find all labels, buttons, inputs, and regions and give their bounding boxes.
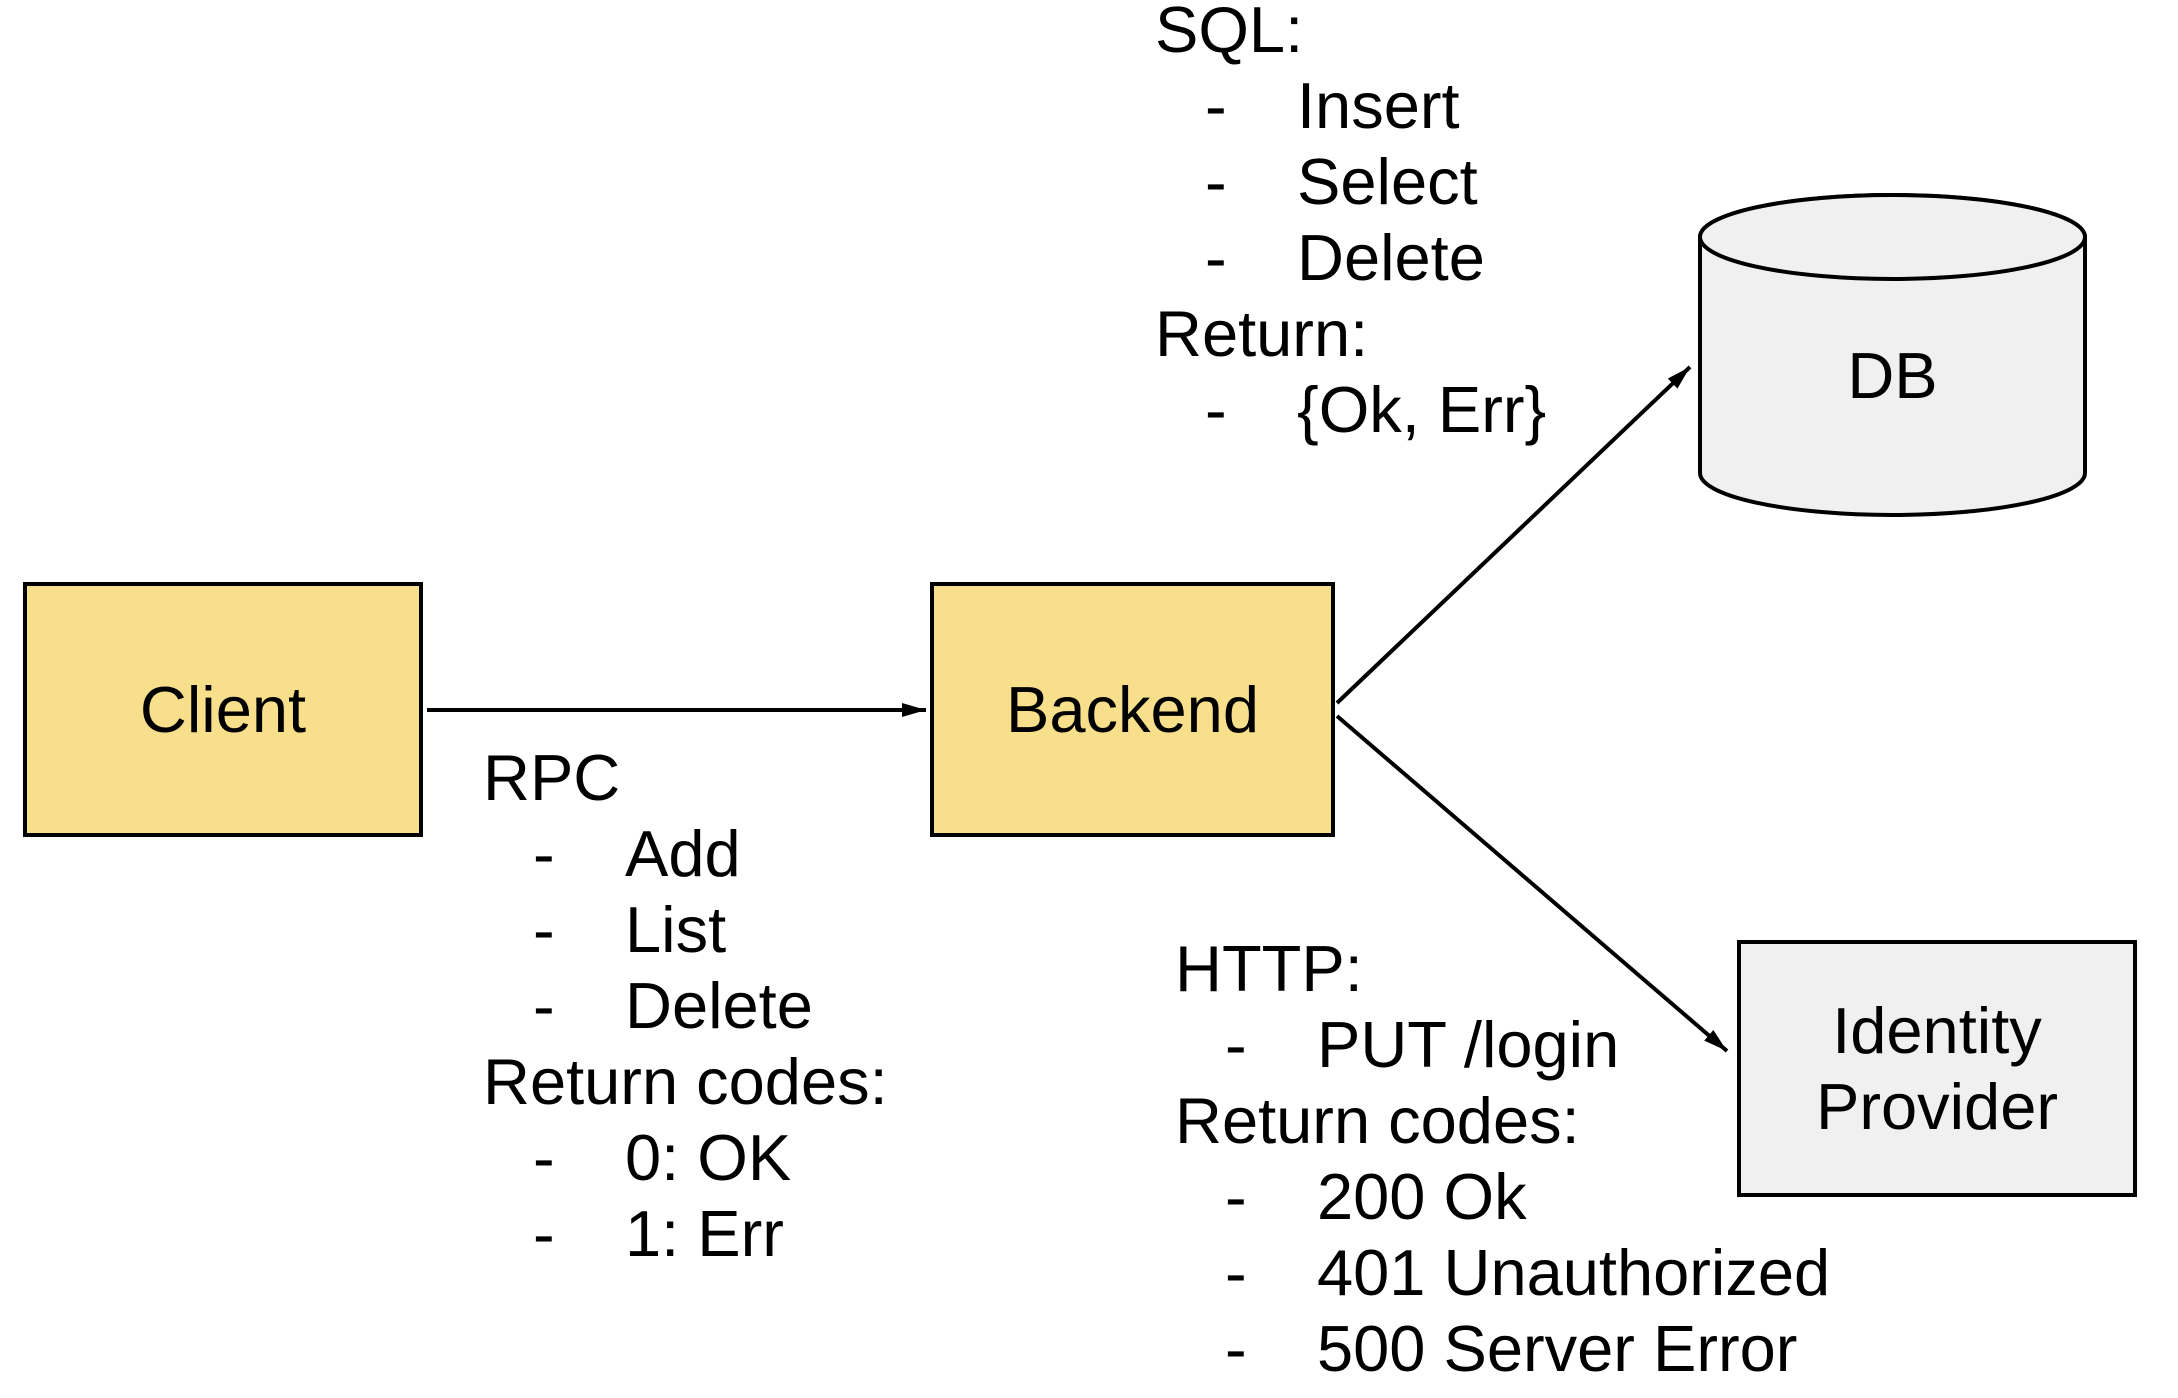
node-identity-provider-label: Identity Provider	[1815, 993, 2059, 1143]
rpc-return-item-label: 0: OK	[625, 1121, 792, 1194]
rpc-item-label: Delete	[625, 969, 813, 1042]
db-cylinder-top	[1698, 193, 2087, 281]
http-annotation-return-item: -200 Ok	[1175, 1159, 1830, 1235]
http-annotation-item: -PUT /login	[1175, 1007, 1830, 1083]
rpc-item-label: Add	[625, 817, 741, 890]
bullet-dash: -	[1205, 145, 1227, 218]
rpc-return-item-label: 1: Err	[625, 1197, 784, 1270]
sql-annotation-title: SQL:	[1155, 0, 1304, 66]
sql-annotation-return-title: Return:	[1155, 297, 1369, 370]
node-client: Client	[23, 582, 423, 837]
node-backend-label: Backend	[1006, 672, 1259, 746]
sql-annotation-item: -Insert	[1155, 68, 1546, 144]
http-annotation-return-item: -500 Server Error	[1175, 1311, 1830, 1387]
rpc-annotation-return-item: -1: Err	[483, 1196, 888, 1272]
node-backend: Backend	[930, 582, 1335, 837]
node-client-label: Client	[139, 672, 307, 746]
bullet-dash: -	[1205, 373, 1227, 446]
sql-annotation-item: -Delete	[1155, 220, 1546, 296]
http-annotation-title: HTTP:	[1175, 932, 1363, 1005]
http-item-label: PUT /login	[1317, 1008, 1620, 1081]
bullet-dash: -	[1205, 69, 1227, 142]
rpc-annotation-title: RPC	[483, 741, 621, 814]
bullet-dash: -	[533, 1121, 555, 1194]
http-return-item-label: 200 Ok	[1317, 1160, 1527, 1233]
bullet-dash: -	[1205, 221, 1227, 294]
rpc-annotation-item: -List	[483, 892, 888, 968]
rpc-item-label: List	[625, 893, 727, 966]
sql-annotation-item: -Select	[1155, 144, 1546, 220]
sql-return-item-label: {Ok, Err}	[1297, 373, 1547, 446]
http-return-item-label: 401 Unauthorized	[1317, 1236, 1831, 1309]
bullet-dash: -	[533, 969, 555, 1042]
sql-annotation: SQL: -Insert -Select -Delete Return: -{O…	[1155, 0, 1546, 448]
node-db: DB	[1700, 237, 2085, 515]
sql-annotation-return-item: -{Ok, Err}	[1155, 372, 1546, 448]
bullet-dash: -	[533, 817, 555, 890]
http-return-item-label: 500 Server Error	[1317, 1312, 1798, 1385]
bullet-dash: -	[1225, 1236, 1247, 1309]
db-cylinder-shape	[1698, 193, 2087, 517]
rpc-annotation-return-item: -0: OK	[483, 1120, 888, 1196]
bullet-dash: -	[1225, 1312, 1247, 1385]
edge-backend-to-identity-provider-arrow	[1335, 714, 1729, 1053]
bullet-dash: -	[1225, 1008, 1247, 1081]
rpc-annotation-item: -Delete	[483, 968, 888, 1044]
sql-item-label: Select	[1297, 145, 1478, 218]
bullet-dash: -	[1225, 1160, 1247, 1233]
sql-item-label: Insert	[1297, 69, 1460, 142]
bullet-dash: -	[533, 893, 555, 966]
bullet-dash: -	[533, 1197, 555, 1270]
rpc-annotation: RPC -Add -List -Delete Return codes: -0:…	[483, 740, 888, 1272]
sql-item-label: Delete	[1297, 221, 1485, 294]
http-annotation-return-title: Return codes:	[1175, 1084, 1580, 1157]
node-db-label: DB	[1847, 339, 1938, 412]
rpc-annotation-item: -Add	[483, 816, 888, 892]
node-identity-provider: Identity Provider	[1737, 940, 2137, 1197]
http-annotation: HTTP: -PUT /login Return codes: -200 Ok …	[1175, 931, 1830, 1387]
edge-backend-to-db-arrow	[1335, 365, 1692, 705]
rpc-annotation-return-title: Return codes:	[483, 1045, 888, 1118]
http-annotation-return-item: -401 Unauthorized	[1175, 1235, 1830, 1311]
